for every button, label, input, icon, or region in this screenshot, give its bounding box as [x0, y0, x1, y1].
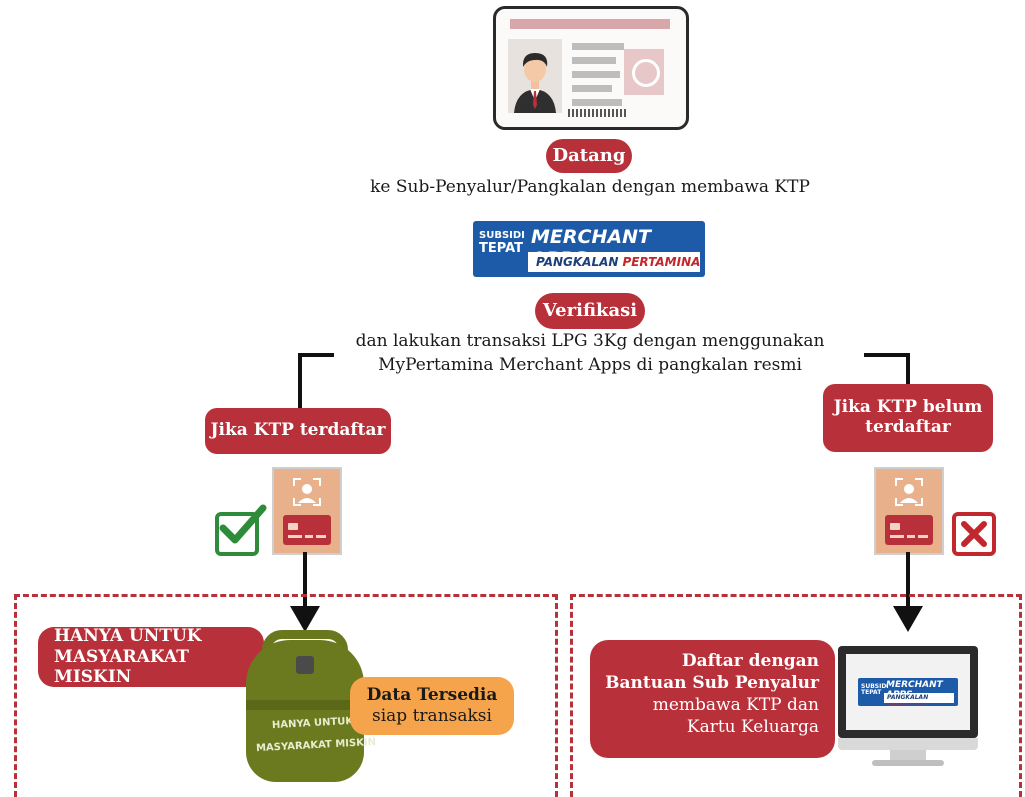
step-datang-label: Datang — [546, 139, 632, 173]
id-card-illustration — [493, 6, 689, 130]
card-icon — [283, 515, 331, 545]
id-card-photo — [508, 39, 562, 113]
register-line2: Bantuan Sub Penyalur — [605, 673, 819, 694]
logo-sub-red: PERTAMINA — [622, 255, 701, 269]
lpg-cylinder-band — [246, 700, 364, 710]
connector-left-horizontal — [298, 353, 334, 357]
arrow-down-icon — [290, 606, 320, 632]
branch-ktp-belum-terdaftar-label: Jika KTP belum terdaftar — [823, 384, 993, 452]
cross-icon — [952, 512, 996, 556]
monitor-icon: SUBSIDI TEPAT MERCHANT APPS PANGKALAN PE… — [838, 646, 978, 738]
id-card-stamp-circle — [632, 59, 660, 87]
data-available-subtitle: siap transaksi — [372, 706, 492, 726]
connector-right-top-vertical — [906, 353, 910, 389]
branch-ktp-terdaftar-label: Jika KTP terdaftar — [205, 408, 391, 454]
checkmark-icon — [215, 504, 267, 556]
id-card-stripe — [510, 19, 670, 29]
merchant-apps-logo: SUBSIDI TEPAT MERCHANT APPS PANGKALAN PE… — [473, 221, 705, 277]
arrow-right-shaft — [906, 552, 910, 608]
step-verifikasi-caption-line2: MyPertamina Merchant Apps di pangkalan r… — [378, 355, 802, 375]
merchant-apps-logo-small: SUBSIDI TEPAT MERCHANT APPS PANGKALAN PE… — [858, 678, 958, 706]
branch-right-label-line1: Jika KTP belum — [833, 397, 983, 418]
register-instruction-box: Daftar dengan Bantuan Sub Penyalur memba… — [590, 640, 835, 758]
branch-right-label-line2: terdaftar — [865, 417, 951, 437]
data-available-title: Data Tersedia — [366, 684, 498, 705]
id-card-text-line — [572, 71, 620, 78]
id-card-text-line — [572, 85, 612, 92]
poor-only-bubble: HANYA UNTUK MASYARAKAT MISKIN — [38, 626, 264, 688]
right-result-region — [570, 594, 1022, 797]
id-card-text-line — [572, 43, 624, 50]
small-logo-left-bottom: TEPAT — [861, 689, 882, 696]
face-scan-icon — [895, 478, 923, 506]
monitor-screen: SUBSIDI TEPAT MERCHANT APPS PANGKALAN PE… — [846, 654, 970, 730]
monitor-stand — [890, 750, 926, 762]
ktp-card-icon-left — [272, 467, 342, 555]
monitor-base — [872, 760, 944, 766]
step-datang-caption: ke Sub-Penyalur/Pangkalan dengan membawa… — [370, 177, 810, 197]
id-card-text-line — [572, 99, 622, 106]
logo-subtitle-bar: PANGKALAN PERTAMINA — [528, 252, 700, 272]
connector-left-top-vertical — [298, 353, 302, 409]
register-line3: membawa KTP dan — [652, 695, 819, 716]
id-card-barcode — [568, 109, 626, 117]
subsidi-tepat-logo: SUBSIDI TEPAT — [479, 230, 525, 271]
left-result-region — [14, 594, 558, 797]
step-verifikasi-label: Verifikasi — [535, 293, 645, 329]
poor-only-line1: HANYA UNTUK — [54, 626, 202, 647]
logo-sub-dark: PANGKALAN — [536, 255, 619, 269]
register-line4: Kartu Keluarga — [686, 717, 819, 738]
step-verifikasi-caption-line1: dan lakukan transaksi LPG 3Kg dengan men… — [355, 331, 825, 351]
small-logo-left: SUBSIDI TEPAT — [861, 684, 889, 696]
arrow-left-shaft — [303, 552, 307, 608]
ktp-card-icon-right — [874, 467, 944, 555]
small-logo-subtitle: PANGKALAN PERTAMINA — [884, 693, 954, 706]
connector-right-horizontal — [864, 353, 910, 357]
data-available-bubble: Data Tersedia siap transaksi — [350, 677, 514, 735]
logo-left-top: SUBSIDI — [479, 230, 525, 241]
id-card-text-line — [572, 57, 616, 64]
face-scan-icon — [293, 478, 321, 506]
card-icon — [885, 515, 933, 545]
small-logo-left-top: SUBSIDI — [861, 683, 889, 690]
monitor-bezel-bottom — [838, 738, 978, 750]
logo-left-bottom: TEPAT — [479, 240, 524, 256]
lpg-valve — [296, 656, 314, 674]
arrow-down-icon — [893, 606, 923, 632]
register-line1: Daftar dengan — [681, 651, 819, 671]
small-logo-sub-dark: PANGKALAN — [887, 694, 929, 701]
person-icon — [514, 53, 556, 113]
poor-only-line2: MASYARAKAT MISKIN — [54, 646, 189, 688]
small-logo-sub-red: PERTAMINA — [887, 704, 926, 706]
